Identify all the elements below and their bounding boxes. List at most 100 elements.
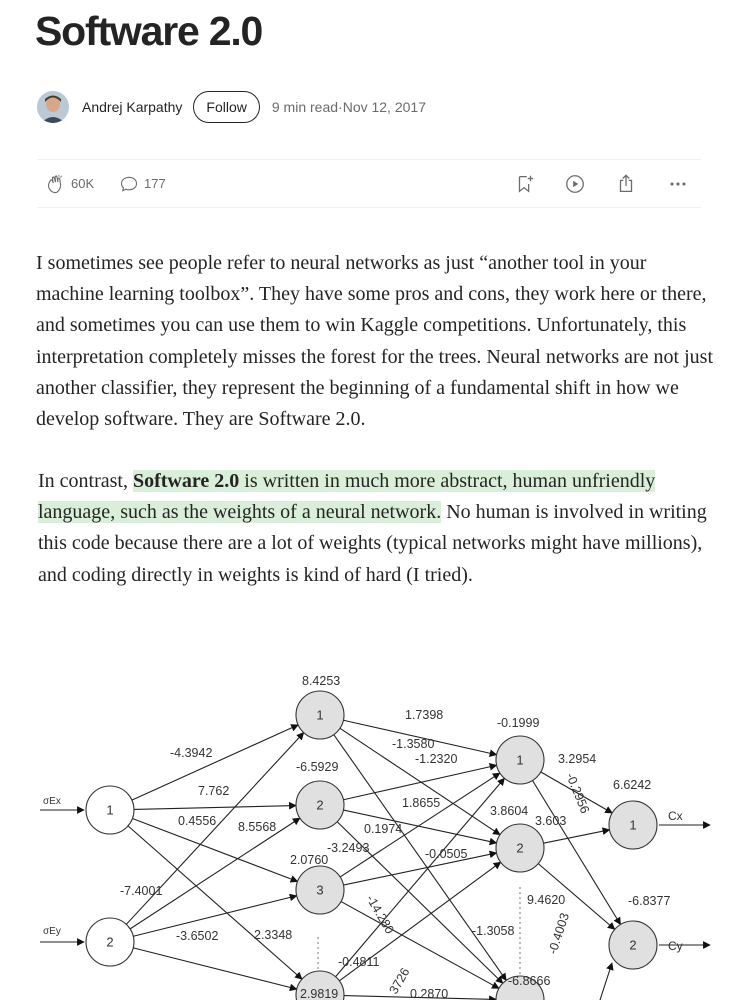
input-node-2-label: 2 <box>106 935 113 950</box>
weight-label: 3.2954 <box>558 752 596 766</box>
weight-label: 3.603 <box>535 814 566 828</box>
output-node-2-label: 2 <box>629 938 636 953</box>
edge-h3-m2 <box>343 850 498 886</box>
edge-i2-h2 <box>129 817 301 930</box>
read-time: 9 min read <box>271 99 339 115</box>
output-node-2 <box>608 920 658 970</box>
share-icon <box>619 173 633 192</box>
weight-label: 9.4620 <box>527 893 565 907</box>
output-node-1-label: 1 <box>629 818 636 833</box>
edge-h4-m2 <box>339 861 502 982</box>
hidden2-node-3 <box>495 975 545 1000</box>
weight-label: -6.8666 <box>508 974 550 988</box>
weight-label: -6.5929 <box>296 760 338 774</box>
weight-label: -1.2320 <box>415 752 457 766</box>
input-node-1 <box>85 785 135 835</box>
edge-i1-h4 <box>127 825 303 980</box>
edge-m2-o2 <box>537 863 616 930</box>
weight-label: 2.3348 <box>254 928 292 942</box>
output-label-1: Cx <box>668 809 683 823</box>
weight-label: 3726 <box>386 965 412 996</box>
clap-icon <box>47 174 62 193</box>
listen-button[interactable] <box>564 160 586 207</box>
hidden1-node-3-label: 3 <box>316 883 323 898</box>
hidden1-node-1 <box>295 690 345 740</box>
edge-i1-h3 <box>132 818 299 883</box>
paragraph-2-start: In contrast, <box>38 470 133 492</box>
edge-i2-h1 <box>125 732 305 925</box>
weight-label: -3.2493 <box>327 841 369 855</box>
edge-i2-h3 <box>133 893 298 937</box>
weight-label: 8.4253 <box>302 674 340 688</box>
network-edges <box>40 719 711 1000</box>
publish-date: Nov 12, 2017 <box>342 99 426 115</box>
highlight-bold[interactable]: Software 2.0 <box>132 470 240 492</box>
weight-label: -6.8377 <box>628 894 670 908</box>
edge-h1-m1 <box>343 719 498 757</box>
input-label-2: σEy <box>43 926 61 937</box>
hidden2-node-1 <box>495 735 545 785</box>
paragraph-1: I sometimes see people refer to neural n… <box>36 252 714 431</box>
save-button[interactable] <box>514 160 536 207</box>
weight-label: -0.0505 <box>425 847 467 861</box>
weight-label: 6.6242 <box>613 778 651 792</box>
weight-label: 0.1974 <box>364 822 402 836</box>
hidden1-node-1-label: 1 <box>316 708 323 723</box>
weight-label: 1.7398 <box>405 708 443 722</box>
edge-h2-m1 <box>343 763 498 801</box>
input-node-1-label: 1 <box>106 803 113 818</box>
clap-count: 60K <box>71 176 95 191</box>
response-count: 177 <box>144 176 166 191</box>
comment-icon <box>120 176 138 192</box>
more-button[interactable] <box>667 160 689 207</box>
output-node-1 <box>608 800 658 850</box>
weight-label: -0.1999 <box>497 716 539 730</box>
article-title: Software 2.0 <box>35 8 263 54</box>
weight-label: 8.5568 <box>238 820 276 834</box>
edge-m1-o2 <box>532 780 621 926</box>
weight-label: 3.8604 <box>490 804 528 818</box>
weight-label: -0.4811 <box>338 955 380 969</box>
weight-label: -1.3058 <box>472 924 514 938</box>
weight-label: -7.4001 <box>120 884 162 898</box>
input-label-1: σEx <box>43 796 61 807</box>
follow-button[interactable]: Follow <box>193 91 260 123</box>
hidden1-node-2-label: 2 <box>316 798 323 813</box>
weight-label: -1.3580 <box>392 737 434 751</box>
weight-label: -0.2956 <box>563 771 592 816</box>
hidden2-node-1-label: 1 <box>516 753 523 768</box>
weight-label: -4.3942 <box>170 746 212 760</box>
weight-label: 1.8655 <box>402 796 440 810</box>
edge-h1-m2 <box>339 727 501 836</box>
weight-label: 7.762 <box>198 784 229 798</box>
play-icon <box>566 174 584 193</box>
avatar-image <box>37 91 69 123</box>
hidden1-node-4 <box>295 970 345 1000</box>
responses-button[interactable]: 177 <box>119 160 166 207</box>
paragraph-2: In contrast, Software 2.0 is written in … <box>38 466 718 591</box>
article-action-bar: 60K 177 <box>37 159 701 208</box>
weight-label: 0.4556 <box>178 814 216 828</box>
edge-i1-h1 <box>131 724 299 801</box>
byline: Andrej Karpathy Follow 9 min read · Nov … <box>37 89 426 125</box>
hidden2-node-2 <box>495 823 545 873</box>
weight-label: 2.0760 <box>290 853 328 867</box>
edge-i2-h4 <box>133 947 298 992</box>
more-icon <box>670 181 686 186</box>
edge-h3-m3 <box>340 901 500 989</box>
output-label-2: Cy <box>668 939 683 953</box>
author-name[interactable]: Andrej Karpathy <box>82 99 183 115</box>
edge-partial <box>599 962 614 1000</box>
edge-m2-o1 <box>543 827 611 844</box>
edge-h1-m3 <box>333 734 507 981</box>
clap-button[interactable]: 60K <box>45 160 94 207</box>
weight-label: 0.2870 <box>410 987 448 1000</box>
avatar[interactable] <box>37 91 69 123</box>
weight-label: -3.6502 <box>176 929 218 943</box>
share-button[interactable] <box>615 160 637 207</box>
input-node-2 <box>85 917 135 967</box>
weight-label: -0.4003 <box>546 911 572 956</box>
weight-label: -14.280 <box>363 893 396 937</box>
